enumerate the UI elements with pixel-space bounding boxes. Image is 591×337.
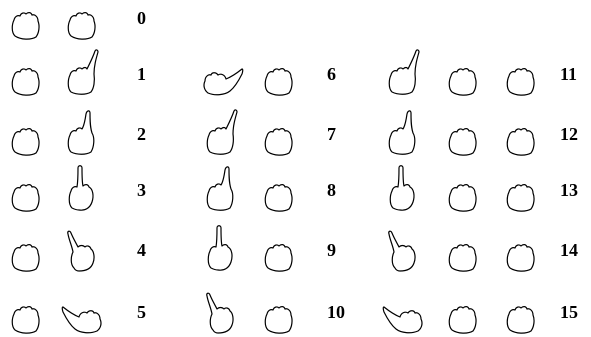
- fist-outline: [12, 13, 39, 40]
- hand-sideways-right-outline: [204, 69, 243, 95]
- gesture-number-label: 10: [327, 302, 345, 322]
- index-up-tilted-hand-icon: [387, 108, 417, 156]
- hand-sideways-left-outline: [62, 307, 101, 333]
- fist-outline: [265, 245, 292, 272]
- hand-sideways-left-hand-icon: [383, 304, 425, 334]
- fist-outline: [507, 245, 534, 272]
- gesture-number-label: 5: [137, 302, 146, 322]
- fist-outline: [449, 69, 476, 96]
- gesture-number-label: 9: [327, 240, 336, 260]
- fist-hand-icon: [447, 242, 477, 272]
- fist-outline: [12, 245, 39, 272]
- gesture-number-label: 1: [137, 64, 146, 84]
- index-up-tilted-hand-icon: [205, 164, 235, 212]
- fist-hand-icon: [66, 10, 96, 40]
- index-up-tilted-outline: [207, 167, 233, 210]
- fist-outline: [507, 69, 534, 96]
- gesture-number-label: 2: [137, 124, 146, 144]
- fist-hand-icon: [263, 126, 293, 156]
- gesture-number-label: 6: [327, 64, 336, 84]
- fist-outline: [449, 185, 476, 212]
- fist-hand-icon: [505, 66, 535, 96]
- index-diagonal-outline: [207, 110, 237, 154]
- fist-hand-icon: [447, 304, 477, 334]
- gesture-number-label: 0: [137, 8, 146, 28]
- fist-hand-icon: [447, 182, 477, 212]
- index-diagonal-hand-icon: [387, 48, 421, 96]
- fist-hand-icon: [10, 304, 40, 334]
- index-up-hand-icon: [387, 164, 417, 212]
- fist-outline: [68, 13, 95, 40]
- fist-hand-icon: [10, 242, 40, 272]
- fist-outline: [265, 69, 292, 96]
- index-up-outline: [208, 226, 232, 270]
- gesture-number-label: 14: [560, 240, 578, 260]
- gesture-number-label: 3: [137, 180, 146, 200]
- fist-hand-icon: [505, 126, 535, 156]
- index-up-tilted-hand-icon: [66, 108, 96, 156]
- index-up-outline: [69, 166, 93, 210]
- index-down-left-hand-icon: [205, 290, 235, 334]
- fist-hand-icon: [505, 242, 535, 272]
- fist-outline: [265, 129, 292, 156]
- fist-hand-icon: [263, 304, 293, 334]
- fist-hand-icon: [447, 66, 477, 96]
- fist-outline: [12, 69, 39, 96]
- fist-outline: [507, 129, 534, 156]
- fist-outline: [12, 129, 39, 156]
- index-up-hand-icon: [205, 224, 235, 272]
- index-up-tilted-outline: [389, 111, 415, 154]
- fist-outline: [507, 307, 534, 334]
- hand-sideways-left-hand-icon: [62, 304, 104, 334]
- fist-hand-icon: [505, 304, 535, 334]
- fist-hand-icon: [263, 242, 293, 272]
- index-up-hand-icon: [66, 164, 96, 212]
- fist-hand-icon: [10, 10, 40, 40]
- index-diagonal-hand-icon: [66, 48, 100, 96]
- fist-outline: [265, 307, 292, 334]
- fist-hand-icon: [263, 66, 293, 96]
- index-up-tilted-outline: [68, 111, 94, 154]
- gesture-number-label: 7: [327, 124, 336, 144]
- fist-hand-icon: [505, 182, 535, 212]
- index-up-outline: [390, 166, 414, 210]
- gesture-number-label: 8: [327, 180, 336, 200]
- gesture-number-label: 13: [560, 180, 578, 200]
- fist-outline: [265, 185, 292, 212]
- index-diagonal-outline: [389, 50, 419, 94]
- index-down-left-hand-icon: [66, 228, 96, 272]
- fist-outline: [12, 307, 39, 334]
- fist-hand-icon: [10, 66, 40, 96]
- gesture-number-label: 12: [560, 124, 578, 144]
- fist-outline: [507, 185, 534, 212]
- hand-sideways-left-outline: [383, 307, 422, 333]
- index-diagonal-outline: [68, 50, 98, 94]
- fist-hand-icon: [10, 126, 40, 156]
- fist-outline: [449, 307, 476, 334]
- gesture-number-label: 11: [560, 64, 577, 84]
- hand-sideways-right-hand-icon: [201, 66, 243, 96]
- fist-outline: [449, 129, 476, 156]
- fist-hand-icon: [447, 126, 477, 156]
- index-down-left-outline: [389, 231, 415, 271]
- gesture-number-label: 4: [137, 240, 146, 260]
- fist-hand-icon: [263, 182, 293, 212]
- index-diagonal-hand-icon: [205, 108, 239, 156]
- fist-outline: [12, 185, 39, 212]
- index-down-left-outline: [207, 293, 233, 333]
- index-down-left-outline: [68, 231, 94, 271]
- fist-outline: [449, 245, 476, 272]
- gesture-number-label: 15: [560, 302, 578, 322]
- fist-hand-icon: [10, 182, 40, 212]
- index-down-left-hand-icon: [387, 228, 417, 272]
